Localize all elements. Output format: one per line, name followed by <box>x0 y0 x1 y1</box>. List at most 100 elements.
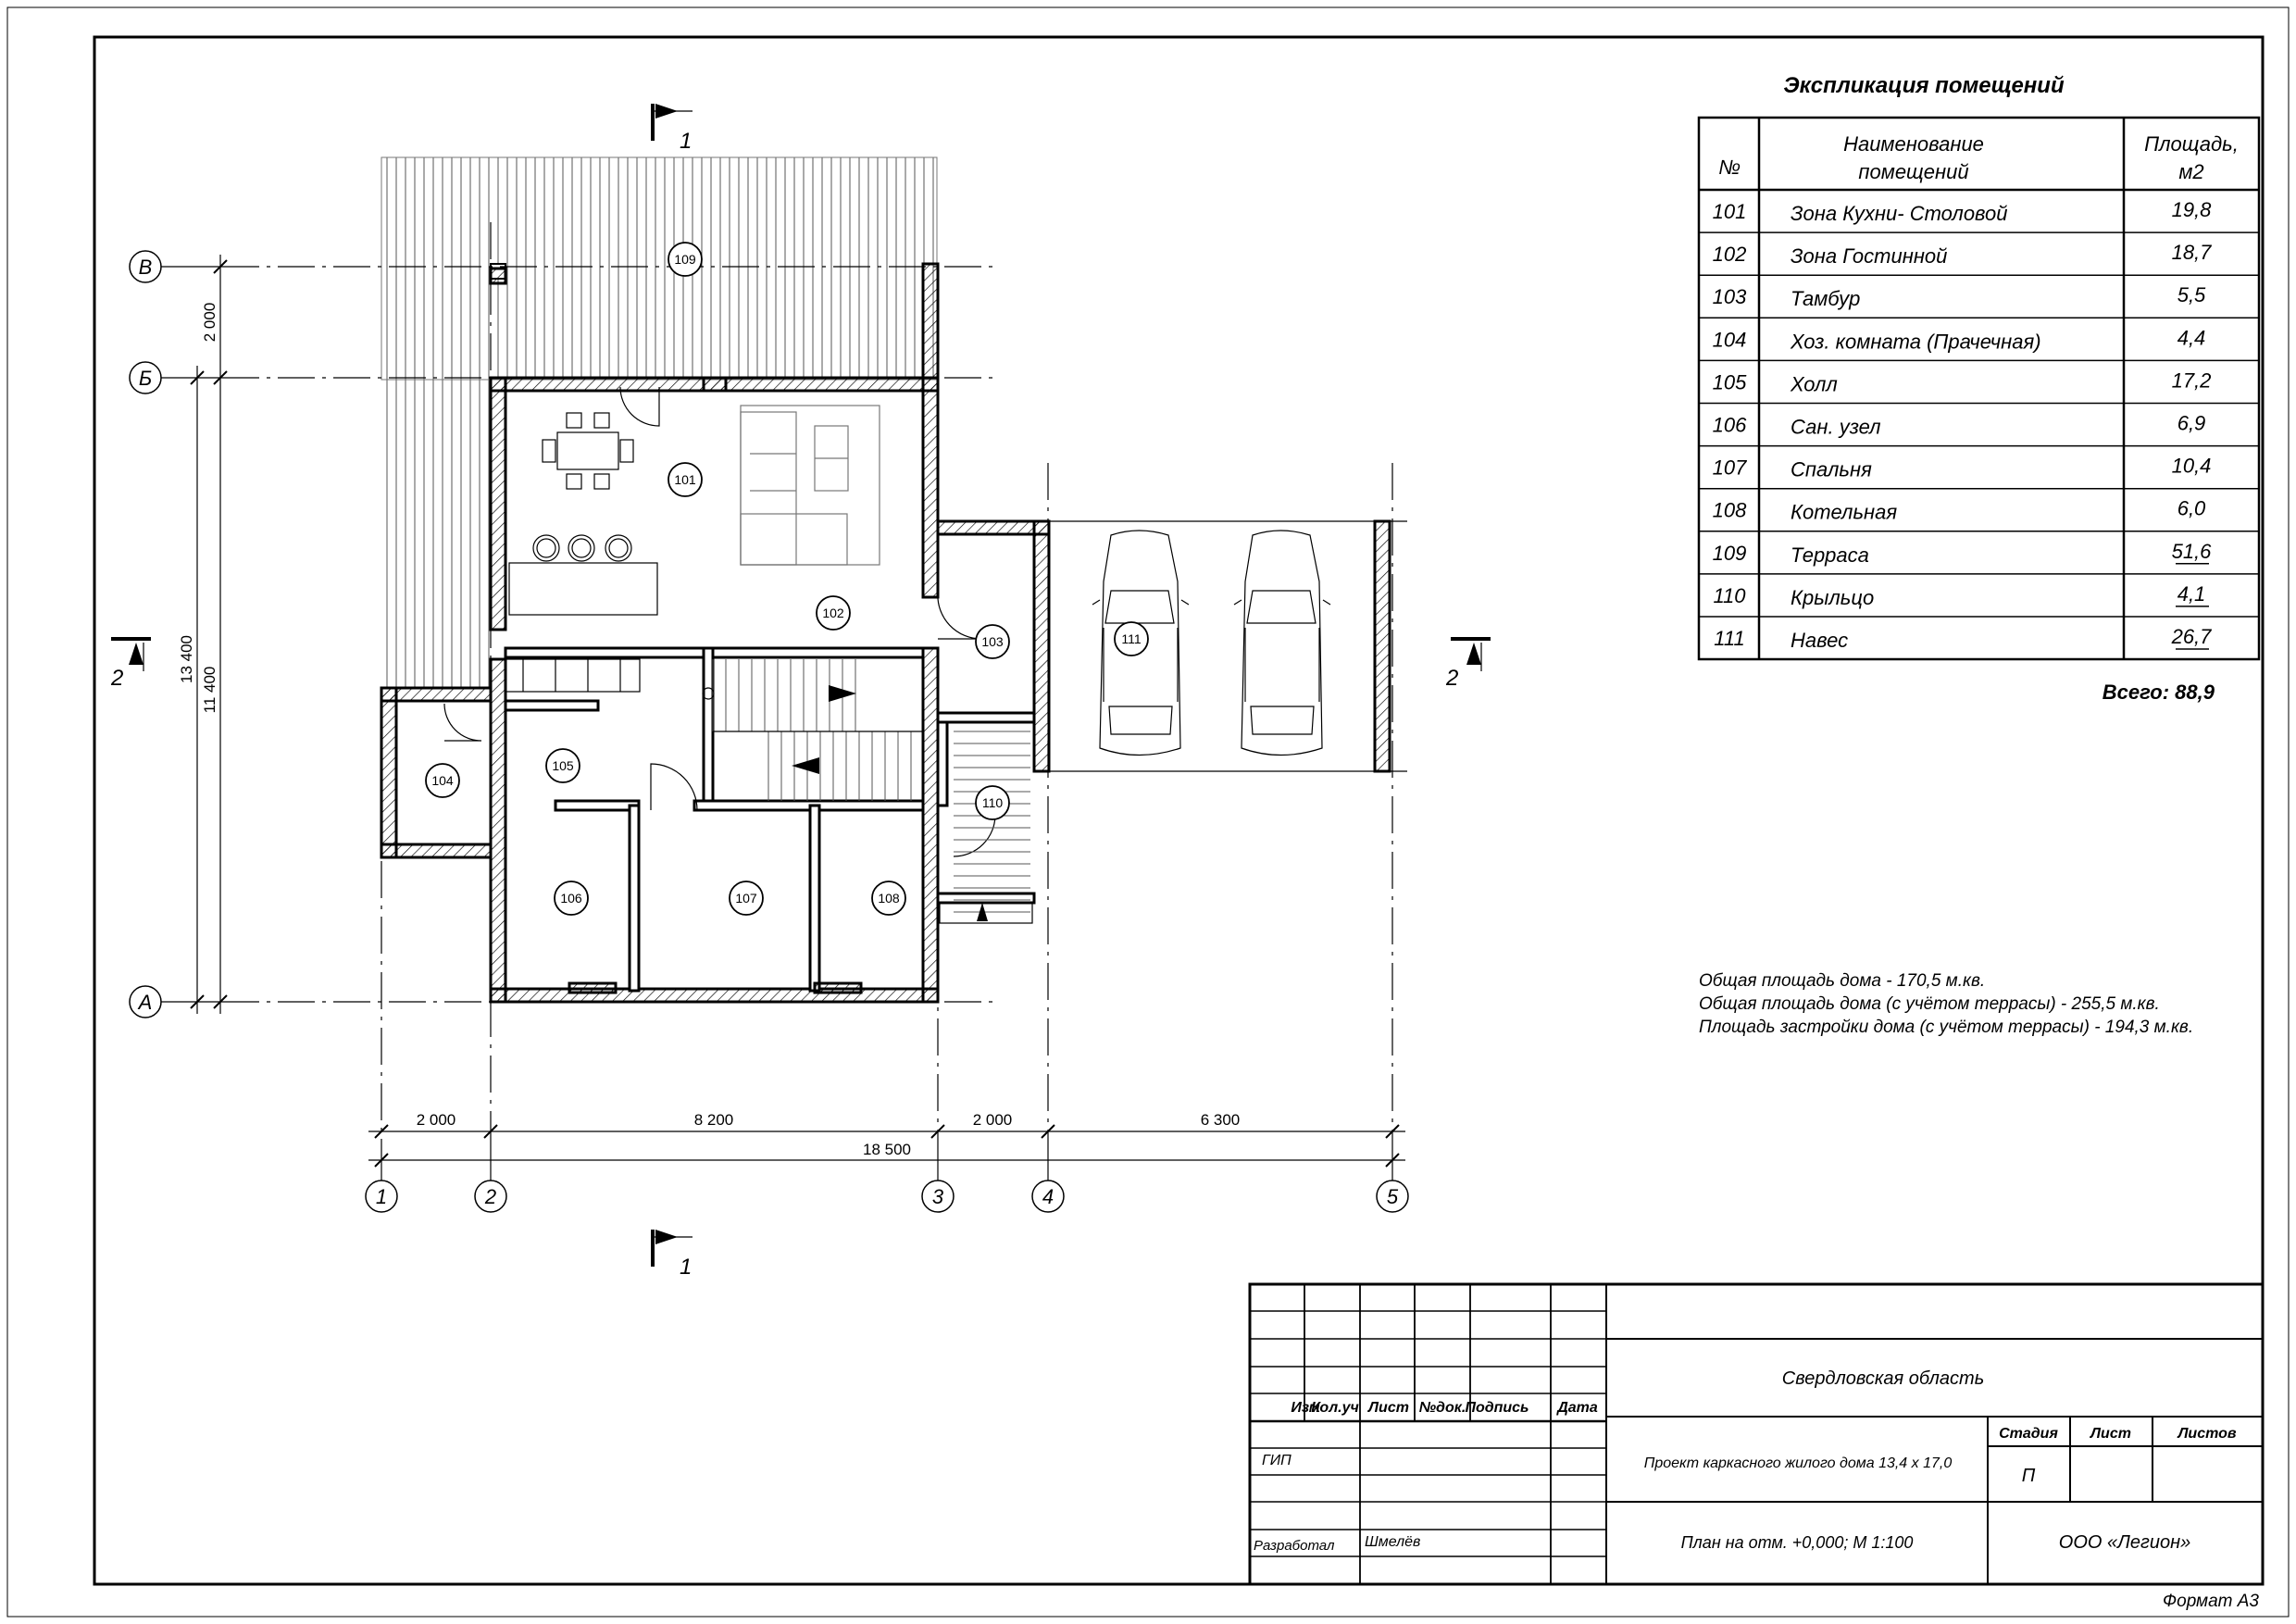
stamp-region: Свердловская область <box>1782 1368 1984 1389</box>
row-num: 108 <box>1713 499 1747 522</box>
axis-bubble-v: В <box>129 250 162 283</box>
row-area: 4,1 <box>2177 582 2206 606</box>
stamp-developed-label: Разработал <box>1254 1538 1335 1554</box>
axis-bubble-4: 4 <box>1031 1180 1065 1213</box>
dim-total: 18 500 <box>863 1141 911 1158</box>
walls <box>380 262 1391 1004</box>
row-name: Холл <box>1790 372 1838 395</box>
axis-bubble-2: 2 <box>474 1180 507 1213</box>
svg-text:107: 107 <box>735 891 757 906</box>
dim-8200: 8 200 <box>694 1111 734 1129</box>
format-label: Формат А3 <box>2163 1592 2259 1611</box>
header-name-line1: Наименование <box>1843 132 1984 156</box>
row-area: 4,4 <box>2177 326 2206 349</box>
row-name: Котельная <box>1791 501 1897 524</box>
svg-text:1: 1 <box>680 1255 692 1280</box>
area-note-with-terrace: Общая площадь дома (с учётом террасы) - … <box>1699 994 2160 1014</box>
svg-text:3: 3 <box>932 1185 944 1208</box>
stair-arrow-icon <box>792 757 819 774</box>
dim-6300: 6 300 <box>1201 1111 1241 1129</box>
axis-bubbles: В Б А 1 2 3 4 <box>129 250 1409 1213</box>
row-name: Зона Кухни- Столовой <box>1791 202 2008 225</box>
stair-start-marker <box>702 687 715 700</box>
svg-text:111: 111 <box>1121 631 1141 646</box>
svg-text:106: 106 <box>560 891 582 906</box>
row-name: Тамбур <box>1791 287 1860 310</box>
stamp-project: Проект каркасного жилого дома 13,4 х 17,… <box>1644 1455 1953 1471</box>
row-area: 5,5 <box>2177 283 2206 306</box>
stamp-sheets-header: Листов <box>2177 1426 2236 1442</box>
svg-text:1: 1 <box>376 1185 387 1208</box>
header-num: № <box>1718 156 1741 179</box>
row-name: Навес <box>1791 629 1848 652</box>
terrace-decking <box>386 157 934 688</box>
stamp-sheet-header: Лист <box>2090 1426 2131 1442</box>
svg-text:4: 4 <box>1042 1185 1054 1208</box>
room-label-103: 103 <box>975 624 1010 659</box>
row-num: 106 <box>1713 414 1747 437</box>
title-block: Изм Кол.уч Лист №док. Подпись Дата ГИП Р… <box>1248 1282 2265 1586</box>
row-area: 51,6 <box>2172 540 2213 563</box>
stamp-header-count: Кол.уч <box>1311 1400 1359 1416</box>
row-name: Терраса <box>1791 543 1869 567</box>
row-area: 17,2 <box>2172 369 2212 392</box>
svg-text:Б: Б <box>139 367 152 390</box>
row-num: 105 <box>1713 370 1747 394</box>
room-label-105: 105 <box>545 748 580 783</box>
dim-13400: 13 400 <box>178 635 195 683</box>
axis-bubble-3: 3 <box>921 1180 955 1213</box>
svg-text:110: 110 <box>982 795 1004 810</box>
row-name: Зона Гостинной <box>1791 244 1947 268</box>
explication-title: Экспликация помещений <box>1783 73 2065 98</box>
area-note-footprint: Площадь застройки дома (с учётом террасы… <box>1699 1018 2193 1037</box>
section-marker-2-right: 2 <box>1445 637 1491 691</box>
car-icon <box>1233 530 1331 756</box>
stamp-stage-header: Стадия <box>1999 1426 2058 1442</box>
explication-row: 105 Холл 17,2 <box>1713 369 2212 395</box>
row-name: Сан. узел <box>1791 416 1881 439</box>
svg-text:В: В <box>139 256 153 279</box>
dimensions-bottom: 2 000 8 200 2 000 6 300 18 500 <box>368 1111 1405 1168</box>
svg-text:5: 5 <box>1387 1185 1399 1208</box>
dim-2000-b: 2 000 <box>973 1111 1013 1129</box>
explication-table: Экспликация помещений № Наименование поме… <box>1697 73 2261 704</box>
stamp-header-sign: Подпись <box>1465 1400 1529 1416</box>
room-label-104: 104 <box>425 763 460 798</box>
stamp-sheet-title: План на отм. +0,000; М 1:100 <box>1681 1533 1914 1552</box>
room-label-110: 110 <box>975 785 1010 820</box>
svg-text:108: 108 <box>878 891 900 906</box>
svg-text:А: А <box>137 991 153 1014</box>
svg-text:1: 1 <box>680 129 692 154</box>
svg-text:109: 109 <box>674 252 696 267</box>
row-name: Спальня <box>1791 458 1872 481</box>
header-area-line2: м2 <box>2178 160 2203 183</box>
frame-border <box>93 35 2265 1586</box>
header-name-line2: помещений <box>1858 160 1968 183</box>
row-name: Крыльцо <box>1791 586 1874 609</box>
car-icon <box>1092 530 1190 756</box>
row-num: 104 <box>1713 328 1747 351</box>
row-num: 110 <box>1713 584 1746 607</box>
room-label-106: 106 <box>554 881 589 916</box>
row-area: 18,7 <box>2172 241 2213 264</box>
room-label-101: 101 <box>668 462 703 497</box>
header-name: Наименование помещений <box>1843 132 1984 183</box>
svg-text:103: 103 <box>981 634 1004 649</box>
area-notes: Общая площадь дома - 170,5 м.кв. Общая п… <box>1699 971 2193 1037</box>
area-note-total: Общая площадь дома - 170,5 м.кв. <box>1699 971 1985 991</box>
svg-text:105: 105 <box>552 758 574 773</box>
stamp-header-doc: №док. <box>1419 1400 1466 1416</box>
svg-text:2: 2 <box>1445 666 1458 691</box>
living-furniture <box>740 405 880 566</box>
dining-table <box>542 412 634 490</box>
section-marker-2-left: 2 <box>110 637 151 691</box>
dim-11400: 11 400 <box>201 667 218 714</box>
room-label-107: 107 <box>729 881 764 916</box>
